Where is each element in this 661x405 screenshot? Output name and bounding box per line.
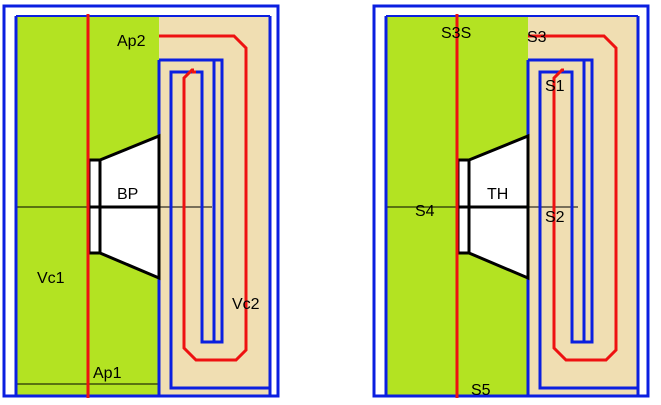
label-s4: S4: [415, 203, 435, 220]
label-s1: S1: [545, 78, 565, 95]
right-enclosure: S3S S3 S1 TH S4 S2 S5: [372, 4, 650, 399]
left-driver: [87, 133, 161, 281]
left-duct-wall-outer: [159, 58, 270, 390]
label-ap1: Ap1: [93, 365, 122, 382]
left-enclosure: Ap2 BP Vc1 Vc2 Ap1: [2, 4, 280, 398]
left-path-folded: [159, 34, 248, 362]
label-s5: S5: [471, 382, 491, 399]
label-s2: S2: [545, 209, 565, 226]
right-path-folded: [528, 34, 618, 362]
label-vc2: Vc2: [232, 296, 260, 313]
right-driver: [456, 133, 530, 281]
label-ap2: Ap2: [117, 33, 146, 50]
label-s3s: S3S: [441, 25, 471, 42]
label-bp: BP: [117, 186, 138, 203]
left-outer-wall: [2, 4, 280, 398]
label-vc1: Vc1: [37, 270, 65, 287]
right-duct-wall-outer: [528, 58, 638, 390]
label-s3: S3: [527, 29, 547, 46]
right-outer-wall: [372, 4, 650, 398]
label-th: TH: [487, 186, 508, 203]
